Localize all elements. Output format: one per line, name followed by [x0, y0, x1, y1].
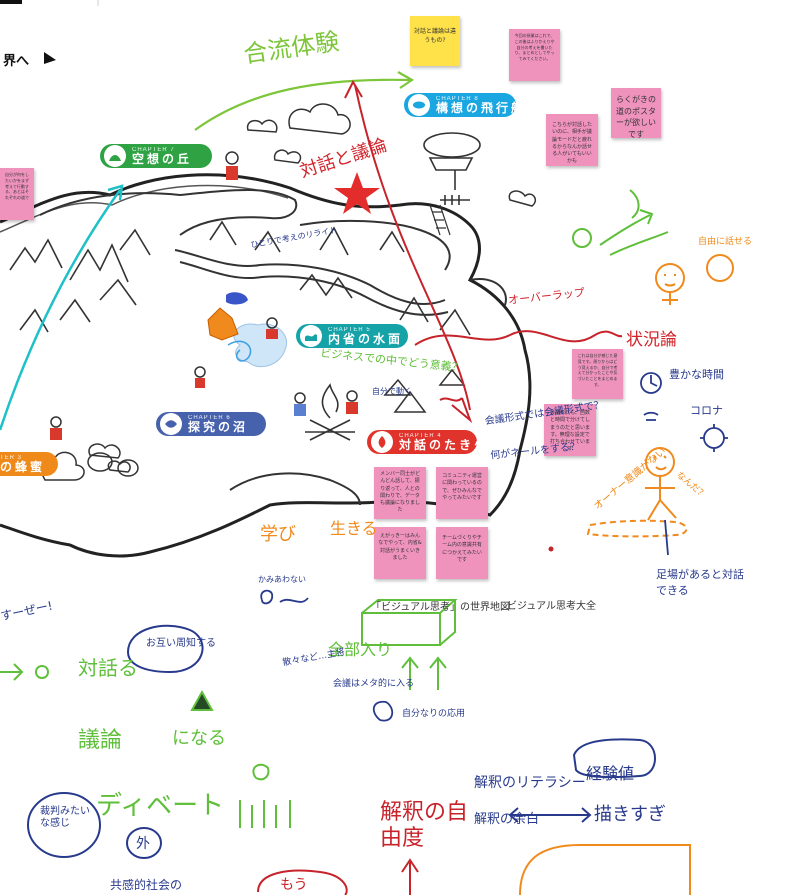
- world-edge-label: 界へ: [3, 54, 30, 69]
- handwritten-note: 解釈の自由度: [380, 800, 469, 852]
- swamp-icon: [160, 413, 182, 435]
- sticky-note-pink[interactable]: こちらが対話したいのに、相手が議論モードだと疲れるからなんか話せる人がいてもいい…: [546, 114, 598, 166]
- chapter-number: CHAPTER 7: [132, 147, 175, 153]
- airship-icon: [408, 94, 430, 116]
- handwritten-note: 対話る: [78, 656, 138, 680]
- chapter-name: 探究の沼: [188, 420, 249, 434]
- handwritten-note: 自分で動く: [372, 387, 412, 396]
- handwritten-note: かみあわない: [258, 575, 306, 584]
- handwritten-note: 外: [136, 836, 150, 852]
- chapter-name: 構想の飛行船: [436, 101, 527, 115]
- sticky-note-pink[interactable]: メンバー同士がどんどん話して、振り返って、人との関わりで、データも議論になりまし…: [374, 467, 426, 519]
- sticky-note-pink[interactable]: えがっきーはみんなでやって、内省&対話がうまくいきました: [374, 527, 426, 579]
- handwritten-note: 共感的社会の: [110, 878, 183, 892]
- hill-icon: [104, 145, 126, 167]
- handwritten-note: 豊かな時間: [669, 368, 724, 381]
- chapter-name: 対話のたき火: [399, 438, 490, 452]
- handwritten-note: ディベート: [96, 791, 225, 821]
- handwritten-note: 会議はメタ的に入る: [333, 679, 415, 689]
- chapter-name: の蜂蜜: [0, 460, 46, 474]
- handwritten-note: 裁判みたいな感じ: [40, 806, 90, 829]
- chapter-number: CHAPTER 5: [328, 327, 371, 333]
- chapter-number: CHAPTER 8: [436, 96, 479, 102]
- handwritten-note: 議論: [78, 728, 123, 753]
- handwritten-note: お互い周知する: [146, 638, 216, 649]
- handwritten-note: 描きすぎ: [594, 804, 666, 825]
- handwritten-note: 自由に話せる: [698, 237, 753, 247]
- handwritten-note: コロナ: [690, 404, 723, 417]
- handwritten-note: 状況論: [626, 330, 677, 350]
- handwritten-note: になる: [172, 728, 226, 749]
- chapter-number: TER 3: [0, 455, 23, 461]
- sticky-note-pink[interactable]: 今回の授業はこれで、この後はふりかえりや自分の考えを書いたり、まとめとしてやって…: [509, 29, 560, 81]
- handwritten-note: 経験値: [586, 764, 635, 783]
- handwritten-note: もう: [280, 877, 308, 893]
- handwritten-note: 学び: [260, 524, 296, 545]
- chapter-number: CHAPTER 6: [188, 415, 231, 421]
- map-caption: 「ビジュアル思考」の世界地図: [371, 602, 510, 613]
- sticky-note-yellow[interactable]: 対話と議論は違うもの?: [410, 16, 460, 66]
- sticky-note-pink[interactable]: 会議形式も、回数と時間で分けてしまうのだと思います。無理な設定で打ち合わせていま…: [544, 404, 596, 456]
- handwritten-note: 解釈のリテラシー: [474, 775, 586, 791]
- handwritten-note: 解釈の余白: [474, 812, 540, 827]
- sticky-note-pink[interactable]: これは自分が感じた意見です。周りからはどう見えるか、自分で考えて分かったことや気…: [572, 349, 623, 399]
- chapter-name: 内省の水面: [328, 332, 404, 346]
- chapter-number: CHAPTER 4: [399, 433, 442, 439]
- book-title: ビジュアル思考大全: [507, 601, 596, 612]
- sticky-note-pink[interactable]: らくがきの道のポスターが欲しいです: [611, 88, 661, 138]
- sticky-note-pink[interactable]: チームづくりやチーム内の意識共有につかえてみたいです: [436, 527, 488, 579]
- fire-icon: [371, 431, 393, 453]
- sticky-note-pink[interactable]: コミュニティ運営に関わっているので、ぜひみんなでやってみたいです: [436, 467, 488, 519]
- handwritten-note: 自分なりの応用: [402, 709, 466, 719]
- sticky-note-pink[interactable]: 自分が何をしたいかをまず考えて行動する、あとはそれぞれの道で: [0, 168, 34, 220]
- handwritten-note: 全部入り: [328, 640, 393, 659]
- handwritten-note: 足場があると対話できる: [656, 568, 744, 597]
- chapter-name: 空想の丘: [132, 152, 193, 166]
- handwritten-note: 生きる: [330, 519, 378, 538]
- water-icon: [300, 325, 322, 347]
